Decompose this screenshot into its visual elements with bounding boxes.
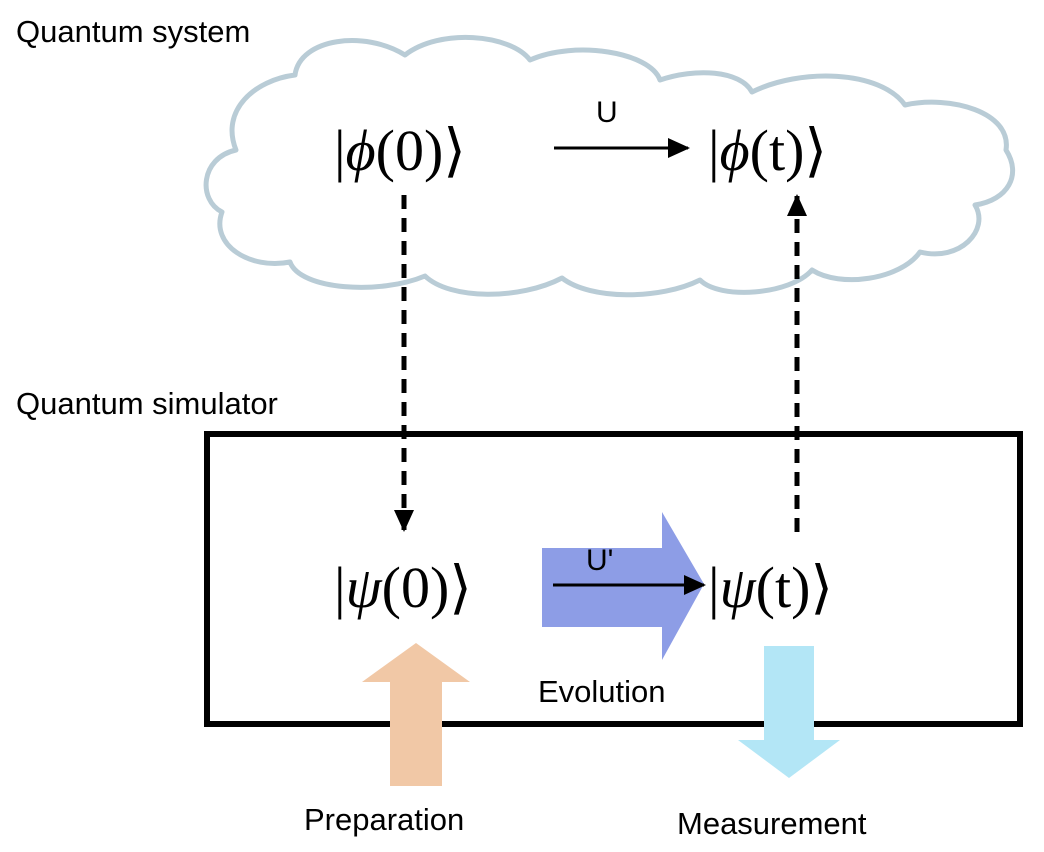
quantum-system-cloud bbox=[203, 34, 1016, 298]
measurement-block-arrow bbox=[738, 646, 840, 778]
state-psi-t: |ψ(t)⟩ bbox=[708, 555, 833, 620]
preparation-block-arrow bbox=[362, 643, 470, 786]
state-psi-0: |ψ(0)⟩ bbox=[334, 555, 472, 620]
evolution-label: Evolution bbox=[538, 674, 666, 709]
svg-text:|ϕ(0)⟩: |ϕ(0)⟩ bbox=[334, 118, 466, 183]
state-phi-0: |ϕ(0)⟩ bbox=[334, 118, 466, 183]
operator-u-prime-label: U' bbox=[586, 544, 613, 577]
state-phi-t: |ϕ(t)⟩ bbox=[708, 118, 827, 183]
quantum-simulator-title: Quantum simulator bbox=[16, 386, 278, 421]
svg-text:|ψ(0)⟩: |ψ(0)⟩ bbox=[334, 555, 472, 620]
preparation-label: Preparation bbox=[304, 802, 464, 837]
quantum-simulator-box bbox=[204, 431, 1023, 727]
quantum-system-title: Quantum system bbox=[16, 14, 250, 49]
svg-text:|ψ(t)⟩: |ψ(t)⟩ bbox=[708, 555, 833, 620]
measurement-label: Measurement bbox=[677, 806, 867, 841]
svg-text:|ϕ(t)⟩: |ϕ(t)⟩ bbox=[708, 118, 827, 183]
operator-u-label: U bbox=[596, 96, 618, 129]
